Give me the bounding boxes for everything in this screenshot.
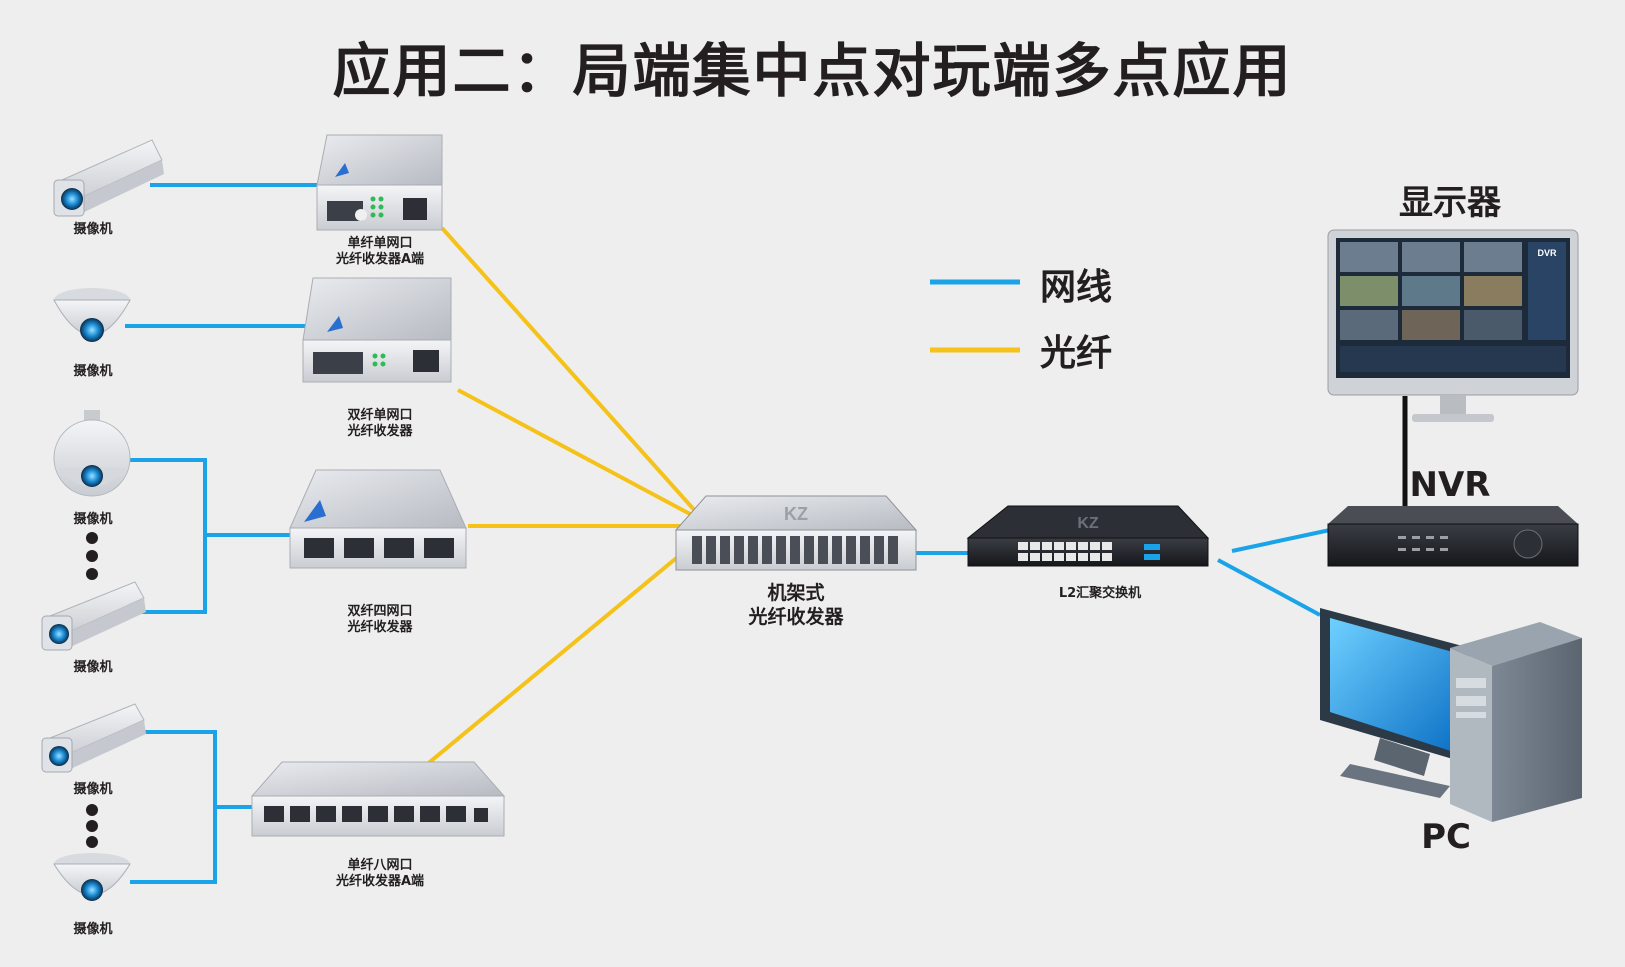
fiber-lines xyxy=(423,226,707,768)
rack-label: 机架式 光纤收发器 xyxy=(716,582,876,630)
converter-eight-port-icon xyxy=(250,761,506,837)
converter-1-label: 单纤单网口 光纤收发器A端 xyxy=(310,236,450,269)
ellipsis-dot xyxy=(86,568,98,580)
rack-logo: KZ xyxy=(784,504,808,524)
legend-network-label: 网线 xyxy=(1040,267,1113,308)
monitor-label: 显示器 xyxy=(1399,183,1501,223)
converter-single-fiber-icon xyxy=(316,134,443,231)
converter-4-label: 单纤八网口 光纤收发器A端 xyxy=(310,858,450,891)
ptz-camera-icon xyxy=(53,410,131,497)
network-cable xyxy=(130,458,207,614)
converter-2-label: 双纤单网口 光纤收发器 xyxy=(310,408,450,441)
nvr-label: NVR xyxy=(1409,465,1491,505)
bullet-camera-icon xyxy=(41,581,146,651)
converter-dual-fiber-icon xyxy=(302,277,452,383)
converter-4-line2: 光纤收发器A端 xyxy=(335,874,425,890)
fiber-cable xyxy=(457,388,706,524)
rack-line2: 光纤收发器 xyxy=(748,605,844,628)
converter-four-port-icon xyxy=(289,469,467,569)
switch-logo: KZ xyxy=(1077,515,1099,532)
converter-3-line1: 双纤四网口 xyxy=(347,604,413,619)
camera-label: 摄像机 xyxy=(73,222,113,237)
converter-2-line2: 光纤收发器 xyxy=(347,424,413,440)
monitor-icon: DVR xyxy=(1327,229,1579,422)
switch-label: L2汇聚交换机 xyxy=(1058,586,1142,601)
ellipsis-dot xyxy=(86,820,98,832)
fiber-cable xyxy=(423,553,682,768)
network-cable xyxy=(130,730,217,884)
converter-4-line1: 单纤八网口 xyxy=(347,858,413,873)
l2-switch-icon: KZ xyxy=(966,505,1210,567)
rack-converter-icon: KZ xyxy=(674,495,918,571)
network-cable xyxy=(1231,528,1331,553)
dvr-badge: DVR xyxy=(1537,248,1557,258)
converter-1-line1: 单纤单网口 xyxy=(347,236,413,251)
legend-fiber-label: 光纤 xyxy=(1040,333,1113,374)
camera-label: 摄像机 xyxy=(73,364,113,379)
network-cable-lines xyxy=(125,183,1331,884)
network-cable xyxy=(1217,558,1321,617)
converter-3-label: 双纤四网口 光纤收发器 xyxy=(310,604,450,637)
camera-label: 摄像机 xyxy=(73,512,113,527)
fiber-cable xyxy=(440,226,707,524)
nvr-icon xyxy=(1327,506,1579,567)
converter-1-line2: 光纤收发器A端 xyxy=(335,252,425,268)
pc-icon xyxy=(1320,608,1582,822)
camera-label: 摄像机 xyxy=(73,782,113,797)
ellipsis-dot xyxy=(86,532,98,544)
camera-label: 摄像机 xyxy=(73,922,113,937)
ellipsis-dot xyxy=(86,804,98,816)
ellipsis-dot xyxy=(86,550,98,562)
page-title: 应用二：局端集中点对玩端多点应用 xyxy=(332,37,1293,105)
rack-line1: 机架式 xyxy=(767,582,825,604)
camera-label: 摄像机 xyxy=(73,660,113,675)
converter-2-line1: 双纤单网口 xyxy=(347,408,413,423)
converter-3-line2: 光纤收发器 xyxy=(347,620,413,636)
bullet-camera-icon xyxy=(41,703,146,773)
bullet-camera-icon xyxy=(53,139,164,217)
dome-camera-icon xyxy=(53,853,131,901)
ellipsis-dot xyxy=(86,836,98,848)
pc-label: PC xyxy=(1421,817,1471,857)
dome-camera-icon xyxy=(53,288,131,342)
